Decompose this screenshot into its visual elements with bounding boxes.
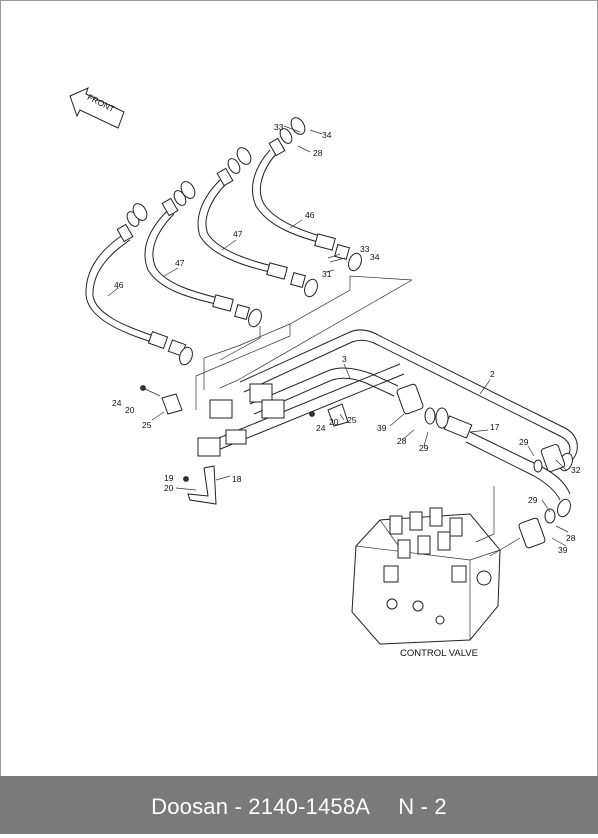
hose-47-right (197, 147, 318, 298)
callout-17: 17 (490, 422, 500, 432)
callout-29-right: 29 (519, 437, 529, 447)
callout-46-right: 46 (305, 210, 315, 220)
hose-46-right (252, 117, 362, 272)
callout-34-mid: 34 (370, 252, 380, 262)
bracket-25-right (309, 403, 349, 427)
callout-47-left: 47 (175, 258, 185, 268)
callout-25-left: 25 (142, 420, 152, 430)
callout-19: 19 (164, 473, 174, 483)
callout-39-mid: 39 (377, 423, 387, 433)
callout-20-mid: 20 (329, 417, 339, 427)
callout-24-mid: 24 (316, 423, 326, 433)
callout-labels: 33 34 28 46 47 47 46 33 34 31 3 2 24 20 … (112, 122, 581, 555)
hose-46-left (85, 203, 193, 366)
callout-31: 31 (322, 269, 332, 279)
bracket-18 (183, 465, 217, 505)
callout-28-top: 28 (313, 148, 323, 158)
callout-18: 18 (232, 474, 242, 484)
clamp-blocks (197, 383, 285, 457)
brand-part-number: Doosan - 2140-1458A (151, 794, 371, 819)
callout-32: 32 (571, 465, 581, 475)
callout-3: 3 (342, 354, 347, 364)
callout-28-bottom: 28 (566, 533, 576, 543)
hose-17 (443, 415, 571, 518)
callout-25-mid: 25 (347, 415, 357, 425)
callout-34-top: 34 (322, 130, 332, 140)
callout-2: 2 (490, 369, 495, 379)
front-arrow: FRONT (69, 87, 125, 129)
callout-28-mid: 28 (397, 436, 407, 446)
callout-29-mid: 29 (419, 443, 429, 453)
callout-29-bottom: 29 (528, 495, 538, 505)
flange-32 (533, 443, 566, 473)
control-valve-label: CONTROL VALVE (400, 648, 478, 659)
flange-39a (396, 383, 449, 429)
bracket-25-left (140, 385, 183, 415)
callout-33-mid: 33 (360, 244, 370, 254)
callout-46-left: 46 (114, 280, 124, 290)
callout-20-bottom: 20 (164, 483, 174, 493)
page-number: N - 2 (398, 794, 447, 819)
flange-39b (518, 508, 556, 549)
hose-47-left (144, 181, 262, 328)
hydraulic-hose-diagram: FRONT (69, 87, 581, 659)
control-valve: CONTROL VALVE (351, 507, 501, 659)
leader-lines (107, 125, 569, 557)
footer-bar: Doosan - 2140-1458A N - 2 (0, 776, 598, 834)
callout-20-left: 20 (125, 405, 135, 415)
footer-caption: Doosan - 2140-1458A N - 2 (0, 776, 598, 834)
callout-39-bottom: 39 (558, 545, 568, 555)
callout-24-left: 24 (112, 398, 122, 408)
callout-33-top: 33 (274, 122, 284, 132)
callout-47-right: 47 (233, 229, 243, 239)
